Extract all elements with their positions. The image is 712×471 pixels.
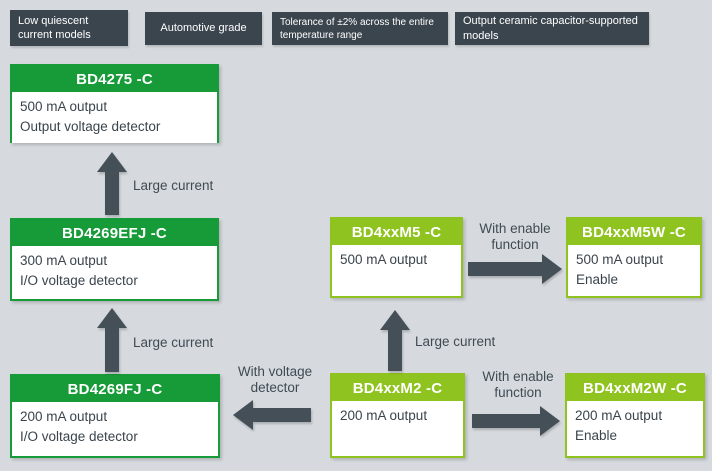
product-line: I/O voltage detector	[20, 273, 138, 289]
product-line: 200 mA output	[575, 408, 663, 423]
product-box-bd4xxm2: BD4xxM2 -C 200 mA output	[330, 373, 465, 458]
tag-label: Automotive grade	[160, 22, 247, 35]
arrow-shaft	[468, 262, 542, 276]
tag-tolerance: Tolerance of ±2% across the entire tempe…	[272, 12, 448, 45]
arrow-head	[542, 254, 562, 284]
product-description: 500 mA output Enable	[568, 245, 700, 296]
product-title: BD4275 -C	[12, 66, 217, 92]
arrow-label-with-voltage-detector: With voltage detector	[237, 364, 313, 396]
product-description: 200 mA output I/O voltage detector	[12, 402, 218, 456]
product-line: Enable	[576, 272, 619, 288]
arrow-head	[540, 406, 560, 436]
product-line: 500 mA output	[340, 252, 428, 267]
arrow-shaft	[388, 330, 402, 371]
product-line: Output voltage detector	[20, 119, 161, 135]
arrow-head	[97, 152, 127, 172]
arrow-label-with-enable: With enable function	[482, 369, 554, 401]
product-description: 200 mA output Enable	[567, 401, 703, 456]
product-title: BD4xxM2W -C	[567, 375, 703, 401]
arrow-right-icon	[468, 254, 562, 284]
arrow-head	[233, 400, 253, 430]
product-title: BD4xxM5 -C	[332, 219, 461, 245]
arrow-shaft	[105, 328, 119, 372]
product-box-bd4xxm5: BD4xxM5 -C 500 mA output	[330, 217, 463, 298]
arrow-label-large-current: Large current	[133, 178, 214, 193]
product-line: 200 mA output	[20, 409, 108, 424]
arrow-shaft	[472, 414, 540, 428]
product-line: 500 mA output	[20, 99, 108, 114]
product-title: BD4xxM2 -C	[332, 375, 463, 401]
product-line: 200 mA output	[340, 408, 428, 423]
product-box-bd4269fj: BD4269FJ -C 200 mA output I/O voltage de…	[10, 374, 220, 458]
product-description: 500 mA output	[332, 245, 461, 296]
arrow-label-large-current: Large current	[415, 334, 496, 349]
arrow-up-icon	[97, 308, 127, 372]
product-description: 500 mA output Output voltage detector	[12, 92, 217, 143]
product-title: BD4xxM5W -C	[568, 219, 700, 245]
product-box-bd4269efj: BD4269EFJ -C 300 mA output I/O voltage d…	[10, 218, 219, 301]
product-line: Enable	[575, 428, 618, 444]
arrow-head	[97, 308, 127, 328]
product-description: 200 mA output	[332, 401, 463, 456]
product-box-bd4275: BD4275 -C 500 mA output Output voltage d…	[10, 64, 219, 143]
tag-automotive-grade: Automotive grade	[145, 12, 262, 45]
arrow-head	[380, 310, 410, 330]
product-line: I/O voltage detector	[20, 429, 138, 445]
tag-low-quiescent: Low quiescent current models	[10, 10, 128, 46]
arrow-shaft	[105, 172, 119, 215]
arrow-up-icon	[97, 152, 127, 215]
tag-label: Output ceramic capacitor-supported model…	[463, 15, 638, 42]
arrow-right-icon	[472, 406, 560, 436]
arrow-left-icon	[233, 400, 311, 430]
arrow-up-icon	[380, 310, 410, 371]
tag-ceramic-capacitor: Output ceramic capacitor-supported model…	[455, 12, 649, 45]
product-line: 500 mA output	[576, 252, 664, 267]
arrow-shaft	[253, 408, 311, 422]
product-box-bd4xxm5w: BD4xxM5W -C 500 mA output Enable	[566, 217, 702, 298]
arrow-label-large-current: Large current	[133, 335, 214, 350]
product-box-bd4xxm2w: BD4xxM2W -C 200 mA output Enable	[565, 373, 705, 458]
product-title: BD4269EFJ -C	[12, 220, 217, 246]
tag-label: Tolerance of ±2% across the entire tempe…	[280, 16, 434, 41]
product-description: 300 mA output I/O voltage detector	[12, 246, 217, 299]
product-line: 300 mA output	[20, 253, 108, 268]
tag-label: Low quiescent current models	[18, 14, 91, 41]
product-title: BD4269FJ -C	[12, 376, 218, 402]
arrow-label-with-enable: With enable function	[479, 221, 551, 253]
